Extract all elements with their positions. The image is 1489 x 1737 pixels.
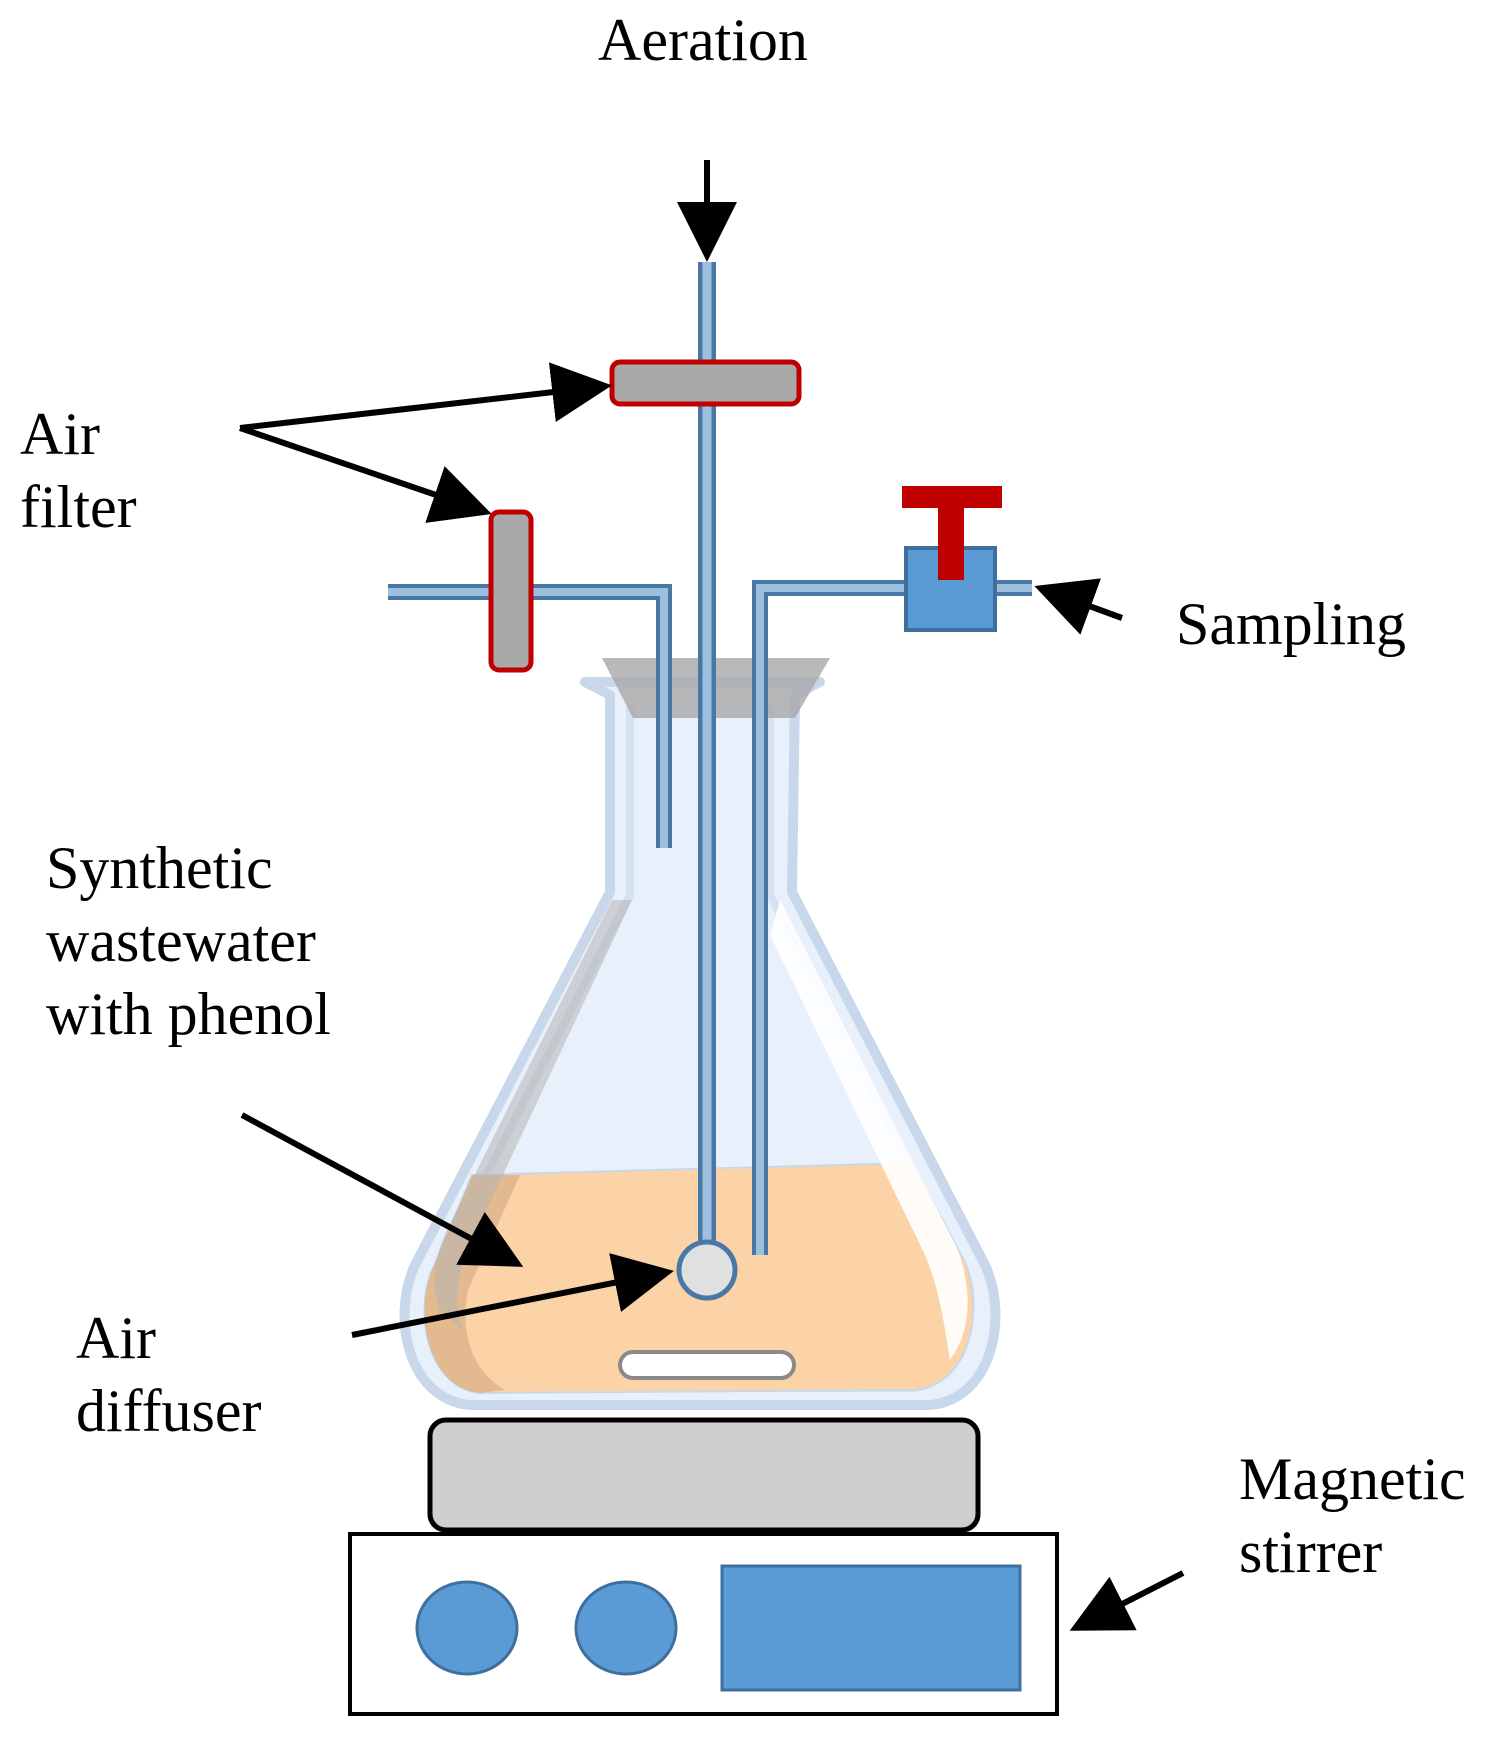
label-air-diffuser-line2: diffuser — [76, 1378, 262, 1444]
vent-tube-core — [388, 588, 668, 848]
label-sampling: Sampling — [1176, 591, 1407, 657]
air-diffuser-arrow — [351, 1253, 674, 1338]
label-air-filter-line1: Air — [20, 401, 100, 467]
magnetic-stirrer-arrow — [1069, 1570, 1185, 1631]
flask-highlight — [770, 900, 968, 1360]
stirrer-display-panel — [720, 1564, 1022, 1692]
liquid-left-shadow — [424, 1175, 520, 1393]
sampling-arrow — [1034, 578, 1124, 635]
label-magnetic-stirrer-line1: Magnetic — [1239, 1446, 1466, 1512]
flask-left-shadow — [434, 900, 632, 1330]
stir-bar-icon — [618, 1350, 796, 1380]
stirrer-knob-icon — [415, 1580, 519, 1676]
stirrer-top-plate — [427, 1417, 981, 1533]
label-aeration: Aeration — [598, 7, 808, 73]
label-air-diffuser-line1: Air — [76, 1305, 156, 1371]
air-filter-icon — [488, 509, 534, 673]
label-wastewater-line3: with phenol — [46, 981, 331, 1047]
wastewater-arrow — [240, 1112, 524, 1267]
air-filter-arrow-left — [239, 425, 492, 523]
label-air-filter-line2: filter — [20, 474, 137, 540]
label-wastewater-line2: wastewater — [46, 908, 316, 974]
label-magnetic-stirrer-line2: stirrer — [1239, 1519, 1383, 1585]
air-diffuser-icon — [676, 1239, 738, 1301]
stirrer-knob-icon — [574, 1580, 678, 1676]
air-filter-arrow-top — [239, 362, 612, 431]
label-wastewater-line1: Synthetic — [46, 835, 273, 901]
valve-handle-stem — [938, 486, 964, 580]
air-filter-icon — [609, 359, 802, 407]
